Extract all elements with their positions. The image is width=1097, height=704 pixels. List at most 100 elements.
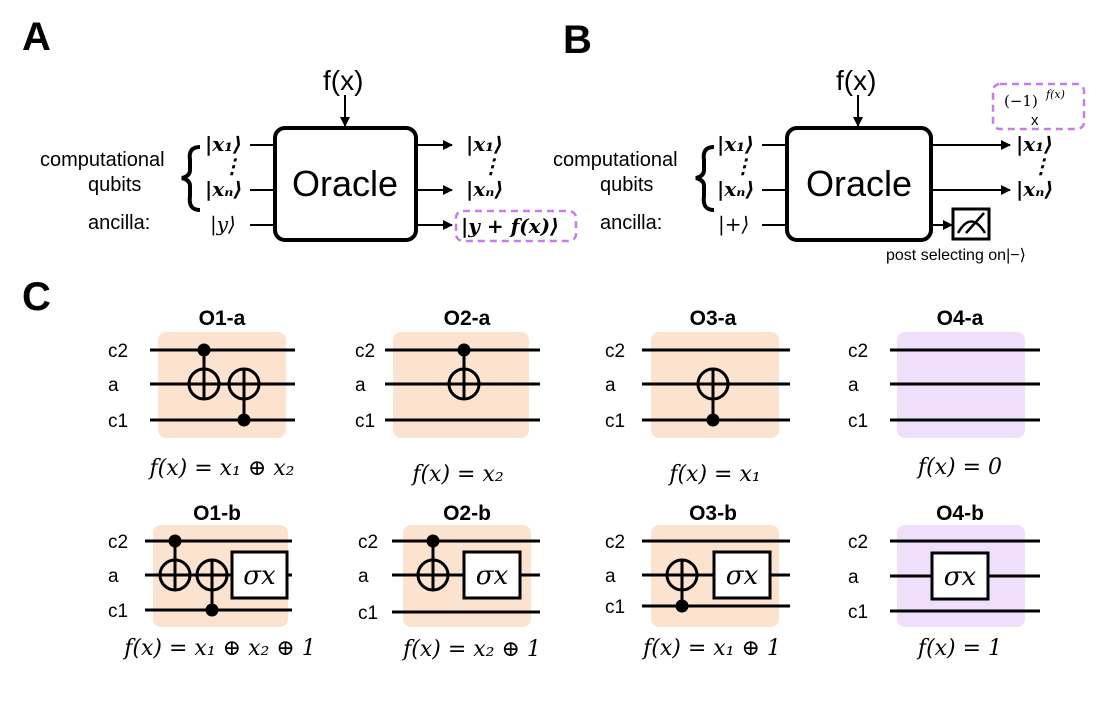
oracle-box xyxy=(273,126,418,242)
circuit-o2b: O2-b c2 a c1 σx f(x) = x₂ ⊕ 1 xyxy=(358,502,541,662)
input-ket-x1: |x₁⟩ xyxy=(205,132,242,156)
post-selection-label: post selecting on|−⟩ xyxy=(886,247,1026,264)
output-dots: ⋮ xyxy=(1031,154,1051,178)
computational-qubits-label: computational xyxy=(553,149,678,171)
panel-letter-b: B xyxy=(563,18,592,62)
wire-label-c2: c2 xyxy=(848,532,868,553)
wire-label-c1: c1 xyxy=(848,602,868,623)
control-dot-icon xyxy=(197,343,211,357)
phase-factor: (−1) xyxy=(1004,92,1038,110)
circuit-o4a: O4-a c2 a c1 f(x) = 0 xyxy=(848,307,1040,480)
circuit-formula: f(x) = 0 xyxy=(916,455,1002,480)
ancilla-label: ancilla: xyxy=(600,212,662,234)
wire-label-c2: c2 xyxy=(355,341,375,362)
wire-label-c1: c1 xyxy=(848,411,868,432)
input-ket-x1: |x₁⟩ xyxy=(717,132,754,156)
input-ket-xn: |xₙ⟩ xyxy=(717,177,755,201)
wire-label-c1: c1 xyxy=(605,597,625,618)
wire-label-a: a xyxy=(605,566,616,587)
oracle-function-label: f(x) xyxy=(836,65,876,96)
output-ket-xn: |xₙ⟩ xyxy=(1016,177,1054,201)
wire-label-a: a xyxy=(108,375,119,396)
phase-times: x xyxy=(1031,112,1039,129)
wire-label-a: a xyxy=(108,566,119,587)
output-ket-x1: |x₁⟩ xyxy=(1016,132,1053,156)
circuit-formula: f(x) = 1 xyxy=(916,636,1002,661)
circuit-o1a: O1-a c2 a c1 f(x) = x₁ ⊕ x₂ xyxy=(108,307,295,481)
wire-label-a: a xyxy=(355,375,366,396)
brace-icon xyxy=(181,145,201,212)
sigma-x-gate xyxy=(930,551,990,601)
control-dot-icon xyxy=(237,413,251,427)
wire-label-a: a xyxy=(848,375,859,396)
wire-label-c1: c1 xyxy=(108,411,128,432)
sigma-x-gate xyxy=(462,550,522,600)
measurement-dial-icon xyxy=(956,220,987,234)
circuit-formula: f(x) = x₁ ⊕ 1 xyxy=(641,636,781,661)
wire-label-a: a xyxy=(358,566,369,587)
input-dots: ⋮ xyxy=(733,154,753,178)
circuit-title: O3-a xyxy=(690,307,737,330)
output-dots: ⋮ xyxy=(481,154,501,178)
control-dot-icon xyxy=(457,343,471,357)
circuit-title: O4-b xyxy=(936,502,984,525)
wire-label-c2: c2 xyxy=(108,341,128,362)
circuit-title: O4-a xyxy=(937,307,984,330)
highlight-box xyxy=(454,209,578,243)
control-dot-icon xyxy=(168,534,182,548)
circuit-formula: f(x) = x₁ ⊕ x₂ xyxy=(147,456,294,481)
wire-label-c1: c1 xyxy=(355,411,375,432)
panel-letter-a: A xyxy=(22,15,51,59)
wire-label-c1: c1 xyxy=(108,601,128,622)
phase-exponent: f(x) xyxy=(1045,88,1065,101)
panel-a: f(x) Oracle computational qubits ancilla… xyxy=(40,65,578,243)
wire-label-c2: c2 xyxy=(848,341,868,362)
sigma-x-label: σx xyxy=(726,561,759,591)
computational-qubits-label: computational xyxy=(40,149,165,171)
oracle-label: Oracle xyxy=(806,163,912,204)
sigma-x-label: σx xyxy=(476,561,509,591)
wire-label-c2: c2 xyxy=(605,341,625,362)
circuit-o2a: O2-a c2 a c1 f(x) = x₂ xyxy=(355,307,540,487)
input-dots: ⋮ xyxy=(222,154,242,178)
wire-label-a: a xyxy=(605,375,616,396)
control-dot-icon xyxy=(426,534,440,548)
computational-qubits-label-2: qubits xyxy=(88,174,141,196)
input-ket-plus: |+⟩ xyxy=(718,212,749,237)
input-ket-xn: |xₙ⟩ xyxy=(205,177,243,201)
circuit-formula: f(x) = x₂ xyxy=(410,462,503,487)
circuit-o4b: O4-b c2 a c1 σx f(x) = 1 xyxy=(848,502,1040,661)
sigma-x-label: σx xyxy=(243,561,276,591)
circuit-title: O2-b xyxy=(443,502,491,525)
circuit-formula: f(x) = x₂ ⊕ 1 xyxy=(401,637,541,662)
panel-c: O1-a c2 a c1 f(x) = x₁ ⊕ x₂ O2-a c2 a c1 f(x) = x… xyxy=(108,307,1040,662)
sigma-x-gate xyxy=(712,550,772,600)
ancilla-label: ancilla: xyxy=(88,212,150,234)
circuit-formula: f(x) = x₁ xyxy=(667,462,760,487)
wire-label-a: a xyxy=(848,567,859,588)
oracle-function-label: f(x) xyxy=(323,65,363,96)
circuit-title: O3-b xyxy=(689,502,737,525)
output-ket-xn: |xₙ⟩ xyxy=(466,177,504,201)
brace-icon xyxy=(695,145,715,212)
sigma-x-label: σx xyxy=(944,562,977,592)
circuit-formula: f(x) = x₁ ⊕ x₂ ⊕ 1 xyxy=(122,636,315,661)
panel-letter-c: C xyxy=(22,275,51,319)
sigma-x-gate xyxy=(230,550,289,600)
wire-label-c2: c2 xyxy=(358,532,378,553)
computational-qubits-label-2: qubits xyxy=(600,174,653,196)
output-ket-x1: |x₁⟩ xyxy=(466,132,503,156)
wire-label-c2: c2 xyxy=(605,532,625,553)
circuit-title: O1-a xyxy=(199,307,246,330)
control-dot-icon xyxy=(675,599,689,613)
circuit-title: O2-a xyxy=(444,307,491,330)
control-dot-icon xyxy=(706,413,720,427)
oracle-label: Oracle xyxy=(292,163,398,204)
wire-label-c1: c1 xyxy=(358,603,378,624)
control-dot-icon xyxy=(205,603,219,617)
oracle-box xyxy=(785,126,933,242)
wire-label-c2: c2 xyxy=(108,532,128,553)
